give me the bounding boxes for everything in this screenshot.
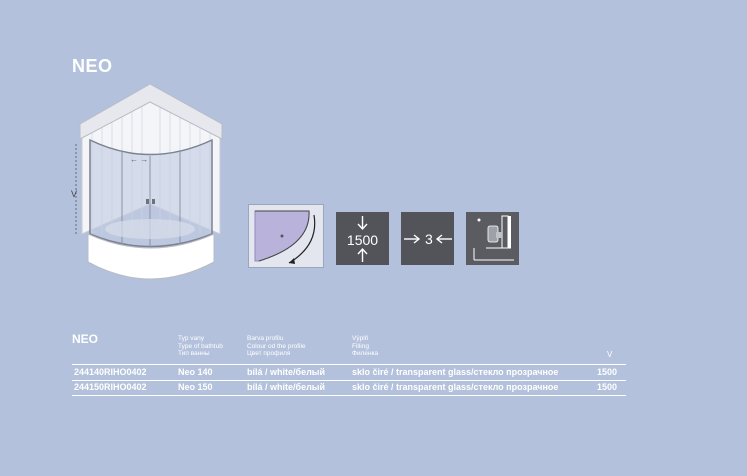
table-row: 244150RIHO0402 Neo 150 bílá / white/белы… — [0, 382, 747, 394]
header-line: Type of bathtub — [178, 342, 223, 350]
cell-filling: sklo čiré / transparent glass/стекло про… — [352, 367, 559, 377]
header-v: V — [607, 350, 613, 359]
svg-text:← →: ← → — [130, 155, 148, 164]
header-line: Výplň — [352, 335, 369, 342]
header-line: Colour od the profile — [247, 342, 306, 350]
table-divider — [72, 395, 626, 396]
height-icon: 1500 — [336, 212, 389, 265]
cell-colour: bílá / white/белый — [247, 367, 326, 377]
cell-code: 244150RIHO0402 — [74, 382, 147, 392]
cell-type: Neo 150 — [178, 382, 213, 392]
header-colour: Barva profilu Colour od the profile Цвет… — [247, 335, 306, 358]
cell-v: 1500 — [597, 382, 618, 392]
header-line: Barva profilu — [247, 335, 284, 342]
header-line: Филенка — [352, 350, 379, 357]
header-type: Typ vany Type of bathtub Тип ванны — [178, 335, 223, 358]
header-filling: Výplň Filling Филенка — [352, 335, 378, 358]
header-line: Цвет профиля — [247, 350, 291, 357]
cell-type: Neo 140 — [178, 367, 213, 377]
cell-code: 244140RIHO0402 — [74, 367, 147, 377]
profile-detail-icon — [466, 212, 519, 265]
table-title: NEO — [72, 332, 99, 346]
table-divider — [72, 364, 626, 365]
header-line: Typ vany — [178, 335, 205, 342]
filling-value: 3 — [425, 231, 433, 247]
cell-v: 1500 — [597, 367, 618, 377]
header-line: Тип ванны — [178, 350, 210, 357]
table-divider — [72, 380, 626, 381]
cell-filling: sklo čiré / transparent glass/стекло про… — [352, 382, 559, 392]
cell-colour: bílá / white/белый — [247, 382, 326, 392]
plan-view-icon — [248, 204, 324, 268]
shower-enclosure-render: ← → V — [71, 84, 223, 280]
page-title: NEO — [72, 56, 113, 76]
table-row: 244140RIHO0402 Neo 140 bílá / white/белы… — [0, 367, 747, 379]
filling-icon: 3 — [401, 212, 454, 265]
dimension-label: V — [71, 189, 77, 199]
height-value: 1500 — [346, 232, 379, 248]
header-line: Filling — [352, 342, 369, 350]
